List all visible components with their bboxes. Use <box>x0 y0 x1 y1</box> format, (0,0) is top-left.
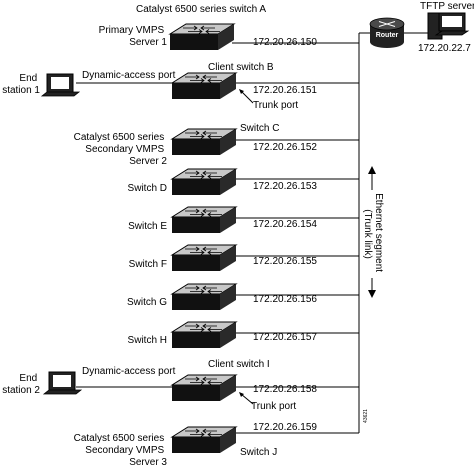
end-station-2-port-label: Dynamic-access port <box>82 366 176 377</box>
switch-j-left-label: Catalyst 6500 series Secondary VMPS Serv… <box>74 433 168 466</box>
switch-d-ip: 172.20.26.153 <box>253 181 317 192</box>
switch-f-label: Switch F <box>129 259 167 270</box>
switch-j-ip: 172.20.26.159 <box>253 422 317 433</box>
switch-i-ip: 172.20.26.158 <box>253 384 317 395</box>
end-station-1-label: End station 1 <box>2 73 40 96</box>
switch-e-label: Switch E <box>128 221 167 232</box>
switch-drops <box>232 42 359 434</box>
end-station-1-icon <box>41 73 80 97</box>
switch-b-icon <box>171 72 237 100</box>
switch-i-trunk-arrow <box>240 393 254 405</box>
switch-c-ip: 172.20.26.152 <box>253 142 317 153</box>
segment-arrow-down <box>368 278 376 298</box>
switch-d-label: Switch D <box>128 183 167 194</box>
switch-a-left-label: Primary VMPS Server 1 <box>99 25 168 48</box>
router-label: Router <box>376 32 399 39</box>
switch-e-ip: 172.20.26.154 <box>253 219 317 230</box>
segment-label: Ethernet segment (Trunk link) <box>362 193 384 275</box>
switch-h-label: Switch H <box>128 335 167 346</box>
switch-i-trunk-label: Trunk port <box>251 401 296 412</box>
switch-a-icon <box>169 23 235 51</box>
router-icon <box>369 17 405 48</box>
switch-c-left-label: Catalyst 6500 series Secondary VMPS Serv… <box>74 132 168 167</box>
switch-f-ip: 172.20.26.155 <box>253 256 317 267</box>
switch-i-top-label: Client switch I <box>208 359 270 370</box>
switch-h-ip: 172.20.26.157 <box>253 332 317 343</box>
switch-b-top-label: Client switch B <box>208 62 274 73</box>
switch-a-ip: 172.20.26.150 <box>253 37 317 48</box>
tftp-server-icon <box>427 12 470 40</box>
switch-i-icon <box>171 374 237 402</box>
switch-a-top-label: Catalyst 6500 series switch A <box>136 4 266 15</box>
switch-g-ip: 172.20.26.156 <box>253 294 317 305</box>
switch-c-icon <box>171 128 237 156</box>
switch-g-icon <box>171 283 237 311</box>
switch-e-icon <box>171 206 237 234</box>
switch-b-trunk-label: Trunk port <box>253 100 298 111</box>
switch-b-ip: 172.20.26.151 <box>253 85 317 96</box>
switch-d-icon <box>171 168 237 196</box>
switch-b-trunk-arrow <box>240 90 254 104</box>
switch-i-trunk-arrowhead <box>239 392 244 397</box>
end-station-1-port-label: Dynamic-access port <box>82 70 176 81</box>
figure-id: 43621 <box>363 409 369 423</box>
switch-f-icon <box>171 244 237 272</box>
switch-j-label: Switch J <box>240 447 277 458</box>
segment-arrow-up <box>368 166 376 190</box>
switch-b-trunk-arrowhead <box>239 89 244 94</box>
switch-j-icon <box>171 426 237 454</box>
tftp-server-ip: 172.20.22.7 <box>418 43 471 54</box>
switch-c-top-label: Switch C <box>240 123 279 134</box>
tftp-server-label: TFTP server <box>420 1 474 12</box>
end-station-2-label: End station 2 <box>2 373 40 396</box>
end-station-2-icon <box>43 371 82 395</box>
switch-g-label: Switch G <box>127 297 167 308</box>
switch-h-icon <box>171 321 237 349</box>
